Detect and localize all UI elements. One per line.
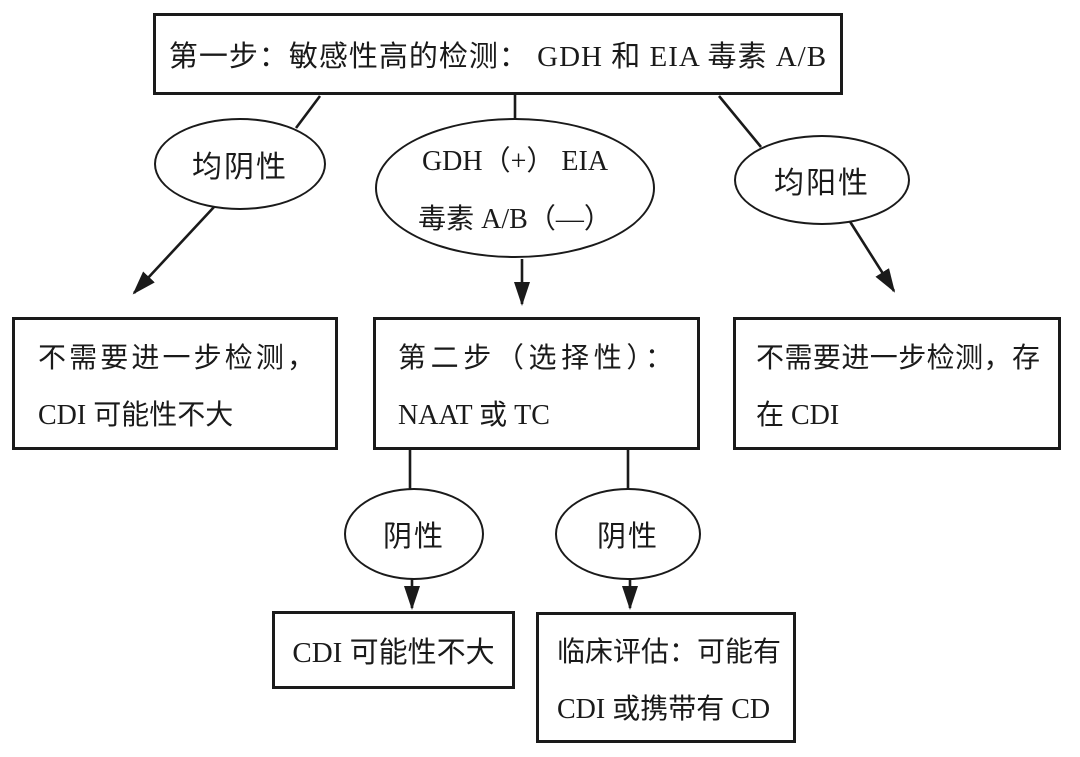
node-all-positive-ellipse: 均阳性 <box>734 135 910 225</box>
node-all-negative-ellipse: 均阴性 <box>154 118 326 210</box>
negative-left-label: 阴性 <box>382 521 445 553</box>
gdh-pos-eia-neg-label-line2: 毒素 A/B（—） <box>418 204 612 235</box>
node-gdh-pos-eia-neg-ellipse: GDH（+） EIA 毒素 A/B（—） <box>375 118 655 258</box>
clinical-eval-line2: CDI 或携带有 CD <box>557 694 771 725</box>
clinical-eval-line1: 临床评估：可能有 <box>557 637 782 668</box>
edge-step1-to-all-negative <box>294 95 322 129</box>
node-no-further-test-unlikely-box: 不需要进一步检测， CDI 可能性不大 <box>12 317 338 450</box>
negative-right-label: 阴性 <box>596 521 659 553</box>
gdh-pos-eia-neg-label-line1: GDH（+） EIA <box>421 146 609 177</box>
node-step2-box: 第二步（选择性）： NAAT 或 TC <box>373 317 700 450</box>
edge-all-negative-to-no-test-unlikely <box>132 206 215 295</box>
no-further-test-unlikely-line2: CDI 可能性不大 <box>38 400 234 431</box>
edge-step1-to-all-positive <box>717 95 763 148</box>
node-step1-box: 第一步：敏感性高的检测： GDH 和 EIA 毒素 A/B <box>153 13 843 95</box>
node-negative-left-ellipse: 阴性 <box>344 488 484 580</box>
edge-all-positive-to-no-test-present <box>847 219 896 293</box>
all-positive-label: 均阳性 <box>774 167 870 200</box>
step1-label: 第一步：敏感性高的检测： GDH 和 EIA 毒素 A/B <box>168 41 828 73</box>
node-no-further-test-present-box: 不需要进一步检测，存 在 CDI <box>733 317 1061 450</box>
step2-label-line1: 第二步（选择性）： <box>398 343 673 374</box>
all-negative-label: 均阴性 <box>192 151 288 184</box>
no-further-test-present-line1: 不需要进一步检测，存 <box>756 343 1040 374</box>
step2-label-line2: NAAT 或 TC <box>398 400 550 431</box>
node-negative-right-ellipse: 阴性 <box>555 488 701 580</box>
cdi-unlikely-label: CDI 可能性不大 <box>292 637 495 669</box>
no-further-test-unlikely-line1: 不需要进一步检测， <box>38 343 315 374</box>
node-cdi-unlikely-box: CDI 可能性不大 <box>272 611 515 689</box>
node-clinical-eval-box: 临床评估：可能有 CDI 或携带有 CD <box>536 612 796 743</box>
no-further-test-present-line2: 在 CDI <box>756 400 840 431</box>
